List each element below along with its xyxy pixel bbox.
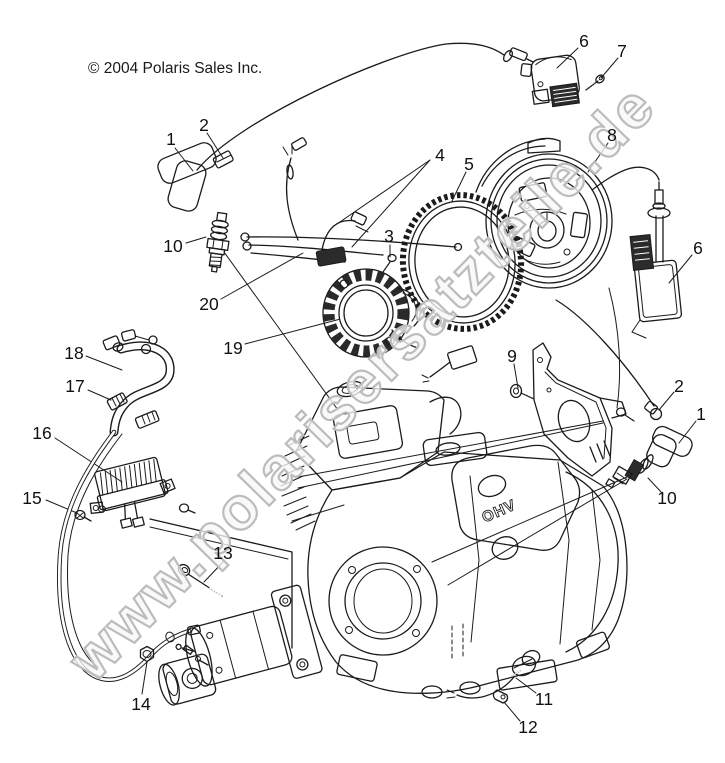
callout-16: 16: [32, 423, 52, 443]
wire-clamp: [492, 689, 509, 704]
spark-plug-cap-right: [646, 425, 693, 468]
ignition-coil-top: [520, 54, 580, 108]
voltage-regulator: [89, 456, 176, 529]
callout-13: 13: [213, 543, 233, 563]
copyright-text: © 2004 Polaris Sales Inc.: [88, 60, 263, 77]
stator-bolt: [382, 253, 397, 273]
starter-plate: [149, 518, 293, 649]
regulator-screws: [74, 503, 196, 522]
engine-marking: OHV: [480, 496, 519, 526]
leader-lines: [45, 47, 697, 722]
starter-nut: [139, 631, 209, 666]
coil-bolt: [585, 74, 605, 91]
callout-7: 7: [617, 41, 627, 61]
stator: [322, 268, 419, 358]
callout-5: 5: [464, 154, 474, 174]
callout-2: 2: [199, 115, 209, 135]
starter-bolt: [177, 563, 223, 597]
callout-12: 12: [518, 717, 538, 737]
spark-plug-top: [206, 211, 230, 273]
clamp-top: [212, 150, 234, 169]
callout-3: 3: [384, 226, 394, 246]
pickup-coil: [397, 287, 478, 383]
callout-18: 18: [64, 343, 84, 363]
harness-tube: [102, 329, 175, 437]
callout-10: 10: [163, 236, 183, 256]
spark-plug-wire-right: [555, 299, 655, 407]
callout-15: 15: [22, 488, 42, 508]
ignition-coil-right: [591, 166, 683, 339]
starter-motor: [158, 584, 323, 706]
wiring-harness: [240, 137, 463, 267]
oil-pressure-switch: [446, 649, 541, 699]
callout-6: 6: [579, 31, 589, 51]
bracket-bolt: [509, 383, 535, 400]
callout-20: 20: [199, 294, 219, 314]
starter-cable: [57, 429, 201, 682]
callout-10: 10: [657, 488, 677, 508]
cooling-fins: [280, 435, 316, 531]
bracket-bolt-right: [615, 407, 635, 422]
callout-8: 8: [607, 125, 617, 145]
clamp-right: [644, 400, 663, 421]
callout-14: 14: [131, 694, 151, 714]
callout-19: 19: [223, 338, 243, 358]
callout-6: 6: [693, 238, 703, 258]
callout-9: 9: [507, 346, 517, 366]
callout-17: 17: [65, 376, 85, 396]
flywheel: [475, 137, 613, 289]
callout-4: 4: [435, 145, 445, 165]
callout-1: 1: [696, 404, 706, 424]
spark-plug-right: [605, 454, 654, 489]
callout-2: 2: [674, 376, 684, 396]
callout-1: 1: [166, 129, 176, 149]
callout-11: 11: [534, 689, 554, 709]
spark-plug-wire-top: [196, 42, 534, 171]
bracket-plate: [532, 342, 627, 477]
spark-plug-cap-top: [157, 142, 217, 212]
